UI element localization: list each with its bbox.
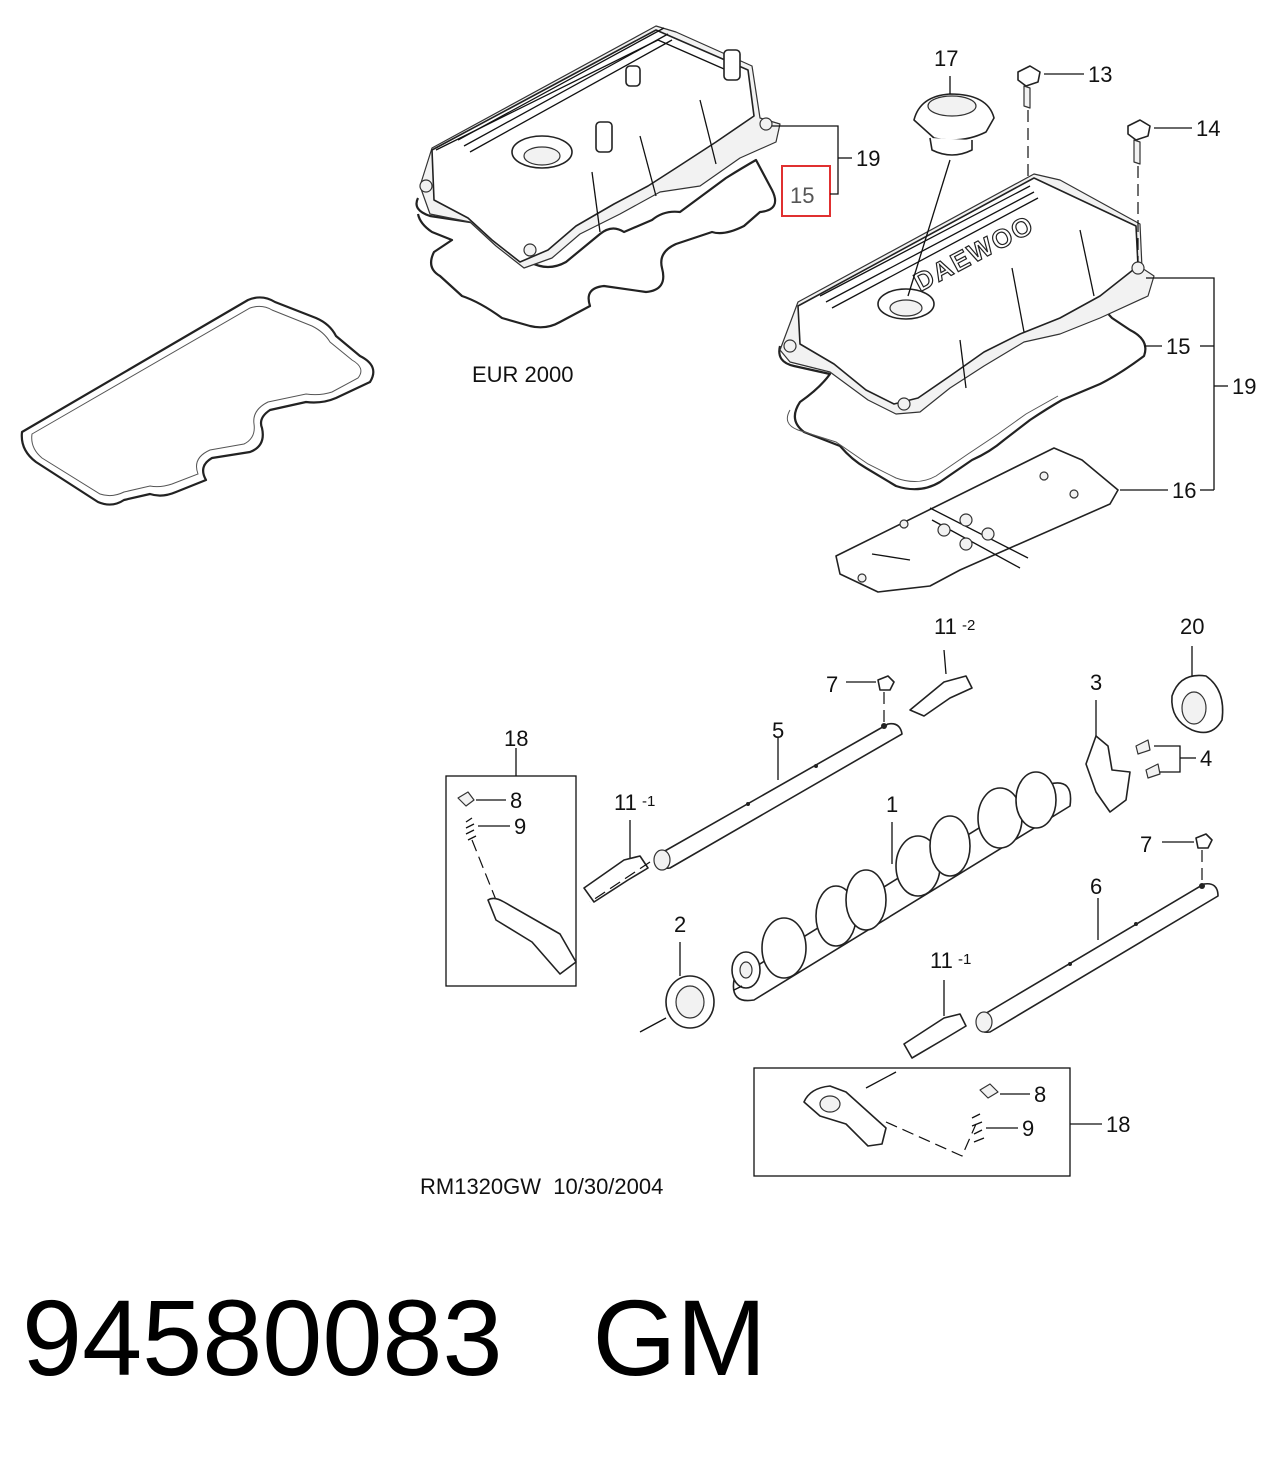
detail-box-18a — [445, 775, 577, 987]
camshaft — [731, 771, 1072, 1002]
label-8a: 8 — [510, 788, 522, 813]
label-15: 15 — [1166, 334, 1190, 359]
bolt-13 — [1017, 65, 1041, 182]
part-footer: 94580083 GM — [22, 1278, 767, 1398]
highlight-box — [781, 165, 831, 217]
label-17: 17 — [934, 46, 958, 71]
label-19a: 19 — [856, 146, 880, 171]
brand-name: GM — [592, 1277, 767, 1398]
seal-20 — [1171, 646, 1224, 734]
label-16: 16 — [1172, 478, 1196, 503]
rocker-arm-11-2 — [909, 649, 973, 717]
label-11-1a-suffix: -1 — [642, 793, 655, 810]
label-15-highlight: 15 — [790, 183, 814, 208]
thrust-plate — [1085, 700, 1196, 813]
label-2: 2 — [674, 912, 686, 937]
screw-7a — [846, 675, 895, 722]
loose-gasket — [20, 296, 375, 506]
label-11-1b: 11 — [930, 948, 953, 973]
callout-labels: 1 2 3 4 5 6 7 7 8 8 9 9 11 -2 11 -1 11 -… — [504, 46, 1256, 1141]
label-13: 13 — [1088, 62, 1112, 87]
rocker-shaft-6 — [975, 882, 1219, 1034]
label-11-1b-suffix: -1 — [958, 951, 971, 968]
label-3: 3 — [1090, 670, 1102, 695]
baffle-plate — [835, 447, 1119, 593]
part-number: 94580083 — [22, 1277, 503, 1398]
rocker-arm-11-1-b — [903, 980, 967, 1059]
cover-eur2000 — [415, 25, 781, 329]
label-7b: 7 — [1140, 832, 1152, 857]
label-11-2-suffix: -2 — [962, 617, 975, 634]
rocker-shaft-5 — [653, 722, 903, 871]
label-14: 14 — [1196, 116, 1220, 141]
label-7a: 7 — [826, 672, 838, 697]
bolt-14 — [1127, 119, 1151, 262]
label-20: 20 — [1180, 614, 1204, 639]
label-5: 5 — [772, 718, 784, 743]
reference-caption: RM1320GW 10/30/2004 — [420, 1174, 663, 1199]
rocker-arm-11-1-a — [583, 820, 651, 903]
seal-2 — [639, 942, 715, 1033]
screw-7b — [1162, 833, 1213, 884]
eur-caption: EUR 2000 — [472, 362, 574, 387]
label-18a: 18 — [504, 726, 528, 751]
label-18b: 18 — [1106, 1112, 1130, 1137]
adjuster-detail-b — [803, 1071, 1030, 1157]
label-19b: 19 — [1232, 374, 1256, 399]
detail-box-18b — [753, 1067, 1071, 1177]
label-4: 4 — [1200, 746, 1212, 771]
cover-main: DAEWOO — [778, 173, 1155, 491]
filler-cap — [907, 93, 995, 297]
label-11-1a: 11 — [614, 790, 637, 815]
top-leaders — [772, 73, 1228, 491]
adjuster-detail-a — [457, 791, 577, 975]
label-11-2: 11 — [934, 614, 957, 639]
label-1: 1 — [886, 792, 898, 817]
label-9a: 9 — [514, 814, 526, 839]
label-8b: 8 — [1034, 1082, 1046, 1107]
label-9b: 9 — [1022, 1116, 1034, 1141]
label-6: 6 — [1090, 874, 1102, 899]
